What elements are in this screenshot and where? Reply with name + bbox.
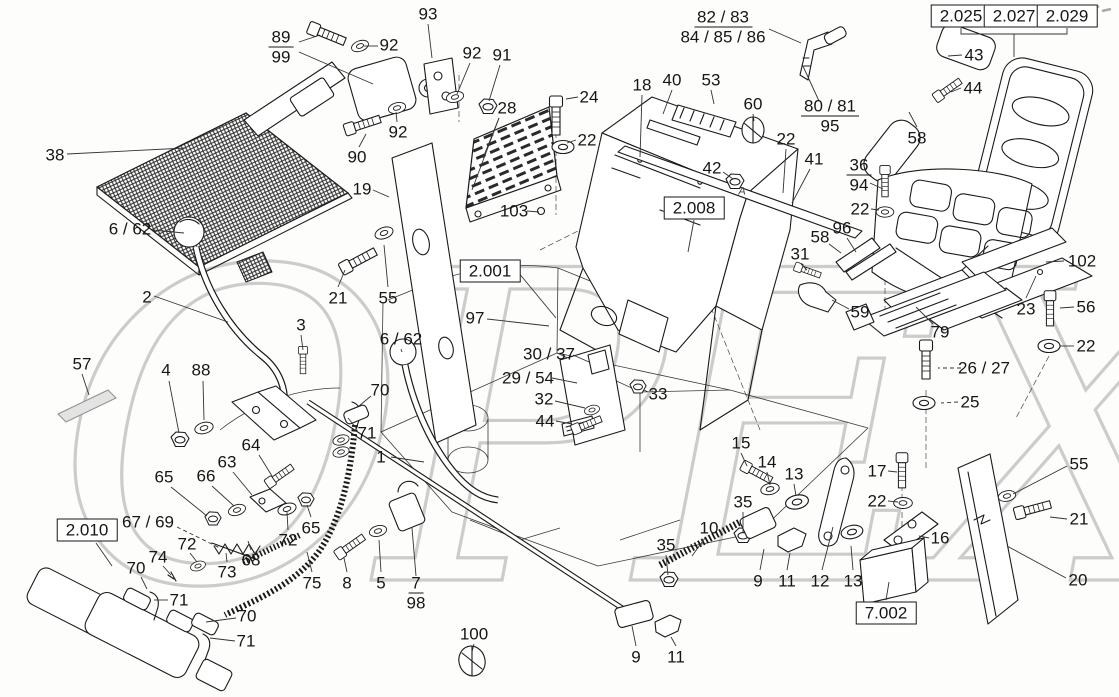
sleeve-70a: [123, 587, 151, 611]
hook-71b: [202, 633, 211, 661]
slide-rail-79: [845, 271, 1007, 337]
sleeve-70c: [191, 612, 219, 636]
fork-11: [777, 527, 807, 553]
bolt-26-27: [918, 339, 934, 380]
disc-60: [741, 116, 765, 144]
pencil-cursor-icon: [1091, 4, 1112, 13]
fasteners: [170, 20, 1061, 521]
strip-40: [646, 119, 701, 146]
belt-retractor: [347, 56, 417, 122]
levers-and-rods: [173, 216, 630, 615]
bolt-56: [1043, 290, 1057, 327]
washer-22b: [875, 206, 895, 218]
washer-22c: [1037, 338, 1061, 354]
pin-74: [167, 571, 177, 582]
threaded-rod-73: [241, 532, 302, 565]
bolt-3: [298, 346, 308, 375]
damper-assembly-2010: [26, 401, 370, 692]
rail-41: [617, 145, 863, 239]
sleeve-70d: [343, 404, 370, 425]
arm-12: [818, 457, 855, 547]
belt-anchor-bracket: [799, 26, 847, 81]
floor-mat: [95, 112, 353, 283]
sleeve-70b: [166, 609, 194, 633]
bolt-44: [931, 76, 964, 104]
cap-100: [458, 645, 486, 677]
armrest: [863, 119, 921, 183]
strip-96: [835, 237, 881, 273]
linkage-row: [458, 452, 939, 677]
fork-11b: [654, 614, 682, 638]
bolt-17: [895, 452, 909, 489]
hook-71a: [149, 591, 159, 621]
knob-6-62-left: [173, 216, 205, 248]
strip-58: [845, 243, 897, 281]
guide-block-7-98: [388, 492, 426, 532]
threaded-rod-10: [658, 518, 742, 569]
headrest-43: [936, 23, 996, 71]
side-panel-19: [391, 142, 477, 444]
leader-lines: [66, 23, 1075, 653]
plug-103: [536, 206, 546, 216]
plate-63: [249, 488, 287, 513]
top-rails: [617, 104, 863, 239]
washer-22r: [893, 497, 913, 509]
bolt-89: [305, 20, 348, 49]
washer-25: [912, 395, 936, 411]
bolt-24: [548, 95, 564, 136]
vent-plate-28: [465, 106, 562, 223]
block-7002: [859, 537, 929, 605]
strip-57: [57, 389, 117, 423]
knob-6-62-right: [389, 338, 417, 366]
linkage-small-parts: [167, 424, 389, 618]
panel-29-54: [559, 344, 647, 446]
seat-rails: [797, 237, 1093, 337]
seat-assembly: [799, 23, 1094, 323]
panel-20: [957, 453, 1019, 625]
nut-91: [478, 98, 498, 115]
cable-75: [223, 424, 358, 618]
clevis-9: [739, 507, 777, 539]
washer-22a: [551, 139, 575, 155]
damper-clevis: [195, 658, 233, 692]
strip-53: [671, 104, 737, 138]
clevis-9b: [614, 600, 654, 628]
clamp-59: [797, 282, 837, 313]
bracket-93: [423, 57, 459, 115]
